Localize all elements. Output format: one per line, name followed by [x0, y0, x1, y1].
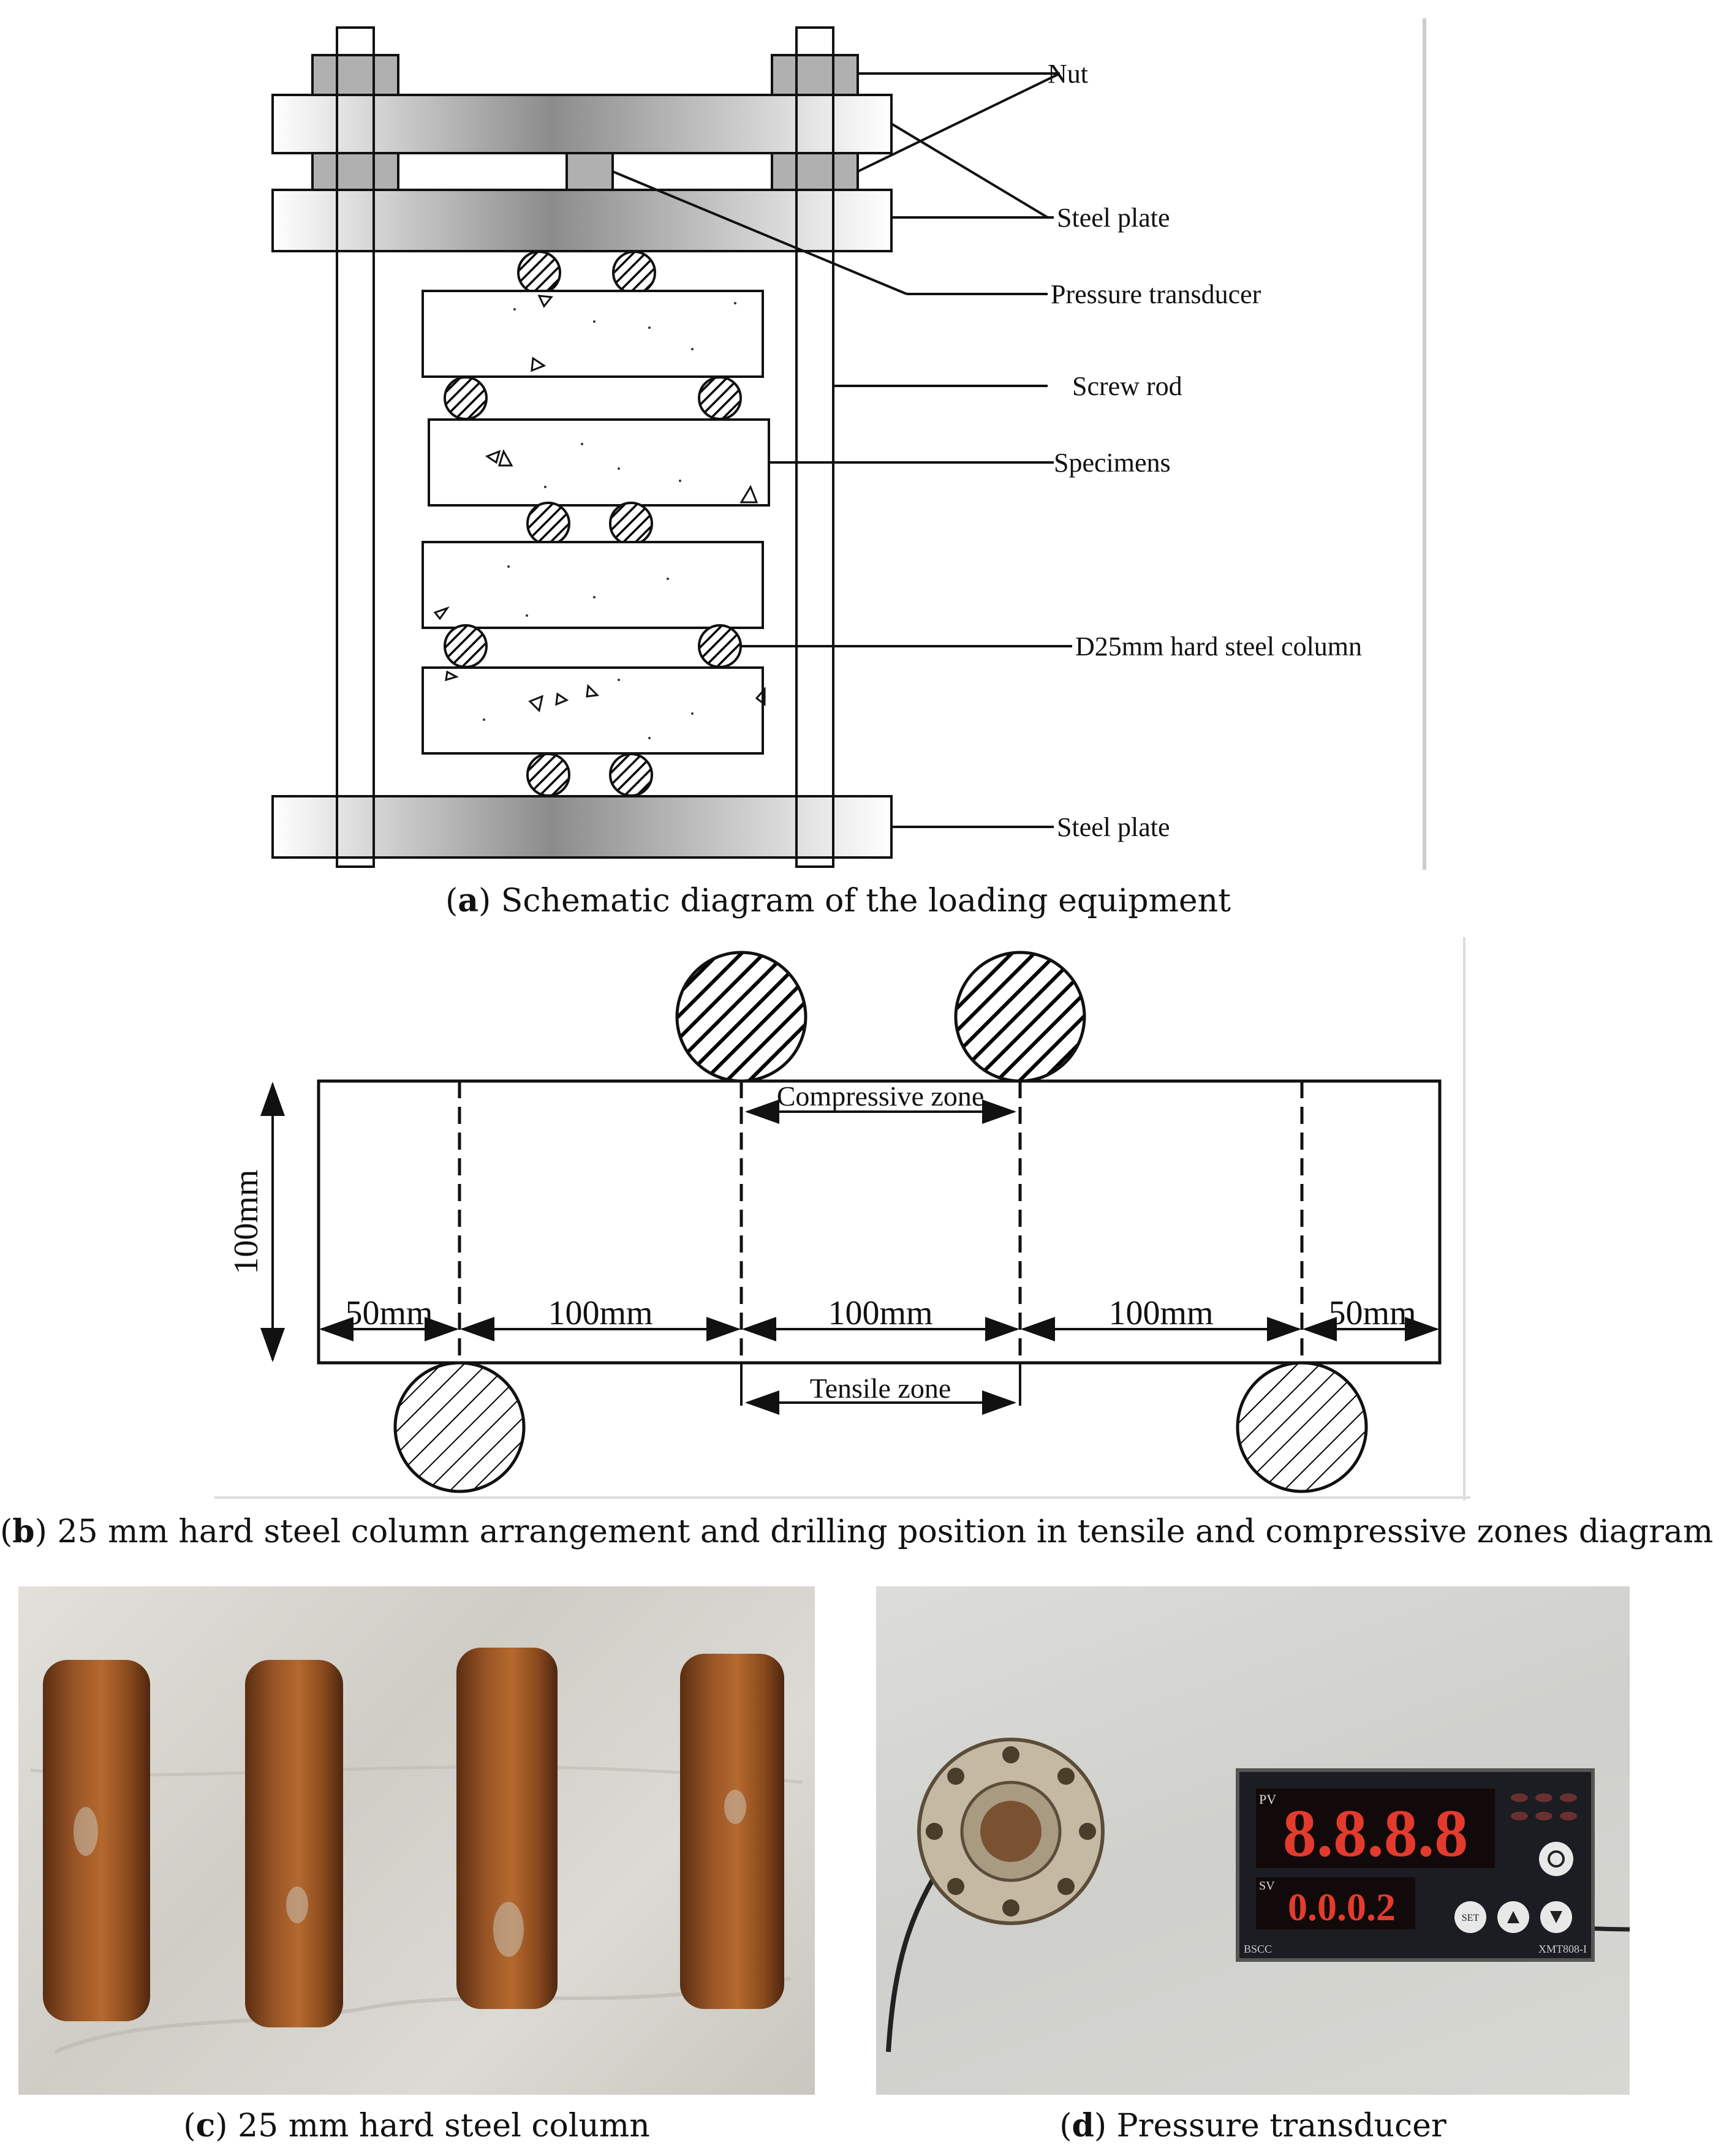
steel-column — [698, 376, 742, 420]
dim-label: 100mm — [548, 1294, 652, 1332]
label-specimens: Specimens — [1054, 448, 1171, 478]
pressure-transducer-block — [565, 152, 614, 191]
specimen — [422, 541, 764, 629]
column-arrangement-diagram: Compressive zone 100mm 50mm 100mm 100mm … — [214, 937, 1470, 1501]
compressive-zone-label: Compressive zone — [777, 1080, 985, 1112]
pv-label: PV — [1259, 1792, 1276, 1807]
set-label: SET — [1462, 1913, 1480, 1923]
specimen-beam — [317, 1079, 1442, 1365]
steel-column — [609, 753, 653, 797]
caption-c: (c) 25 mm hard steel column — [183, 2107, 650, 2144]
label-pressure-transducer: Pressure transducer — [1051, 279, 1261, 309]
pv-display — [1256, 1789, 1495, 1868]
steel-column — [609, 502, 653, 546]
sv-label: SV — [1259, 1879, 1275, 1893]
steel-column-photo — [245, 1660, 343, 2027]
specimen — [422, 666, 764, 755]
panel-a-loading-equipment: Nut Steel plate Pressure transducer Scre… — [251, 15, 1431, 873]
nut-middle-right — [771, 152, 859, 191]
steel-column — [444, 624, 488, 668]
caption-b: (b) 25 mm hard steel column arrangement … — [0, 1513, 1713, 1550]
steel-plate-bottom — [271, 795, 893, 859]
loading-equipment-diagram: Nut Steel plate Pressure transducer Scre… — [251, 15, 1431, 873]
sv-value: 0.0.0.2 — [1288, 1885, 1396, 1929]
specimen — [428, 418, 770, 507]
steel-plate-top — [271, 94, 893, 154]
label-steel-plate-bottom: Steel plate — [1057, 812, 1170, 842]
brand-label: BSCC — [1244, 1943, 1272, 1955]
photo-pressure-transducer: PV 8.8.8.8 SV 0.0.0.2 SET BSCC XMT808-I — [876, 1586, 1630, 2095]
bottom-steel-column-right — [1236, 1361, 1368, 1493]
steel-column — [526, 502, 570, 546]
steel-column — [526, 753, 570, 797]
specimen — [422, 290, 764, 378]
top-steel-column-right — [954, 951, 1086, 1083]
bottom-steel-column-left — [393, 1361, 526, 1493]
tensile-zone-label: Tensile zone — [810, 1373, 951, 1404]
steel-column-photo — [680, 1654, 784, 2009]
pressure-transducer-illustration: PV 8.8.8.8 SV 0.0.0.2 SET BSCC XMT808-I — [886, 1738, 1630, 2052]
caption-a: (a) Schematic diagram of the loading equ… — [445, 882, 1231, 919]
top-steel-column-left — [675, 951, 807, 1083]
dim-label: 100mm — [828, 1294, 932, 1332]
steel-column — [612, 251, 656, 295]
power-button — [1539, 1842, 1573, 1876]
model-label: XMT808-I — [1538, 1943, 1587, 1955]
dim-label: 50mm — [345, 1294, 433, 1332]
steel-column — [517, 251, 561, 295]
set-button — [1454, 1901, 1486, 1933]
sv-display — [1256, 1877, 1415, 1929]
height-label: 100mm — [227, 1169, 265, 1274]
nut-middle-left — [311, 152, 399, 191]
panel-b-column-arrangement: Compressive zone 100mm 50mm 100mm 100mm … — [214, 937, 1470, 1501]
steel-column — [444, 376, 488, 420]
label-screw-rod: Screw rod — [1072, 371, 1182, 401]
caption-d: (d) Pressure transducer — [1059, 2107, 1446, 2144]
photo-steel-columns — [18, 1586, 815, 2095]
steel-column-photo — [456, 1648, 558, 2009]
steel-column — [698, 624, 742, 668]
label-steel-column: D25mm hard steel column — [1075, 631, 1362, 662]
dim-label: 50mm — [1328, 1294, 1416, 1332]
label-steel-plate-top: Steel plate — [1057, 203, 1170, 233]
pv-value: 8.8.8.8 — [1283, 1796, 1469, 1871]
dim-label: 100mm — [1108, 1294, 1213, 1332]
label-nut: Nut — [1048, 59, 1088, 89]
steel-columns-illustration — [30, 1648, 803, 2054]
steel-plate-second — [271, 189, 893, 252]
